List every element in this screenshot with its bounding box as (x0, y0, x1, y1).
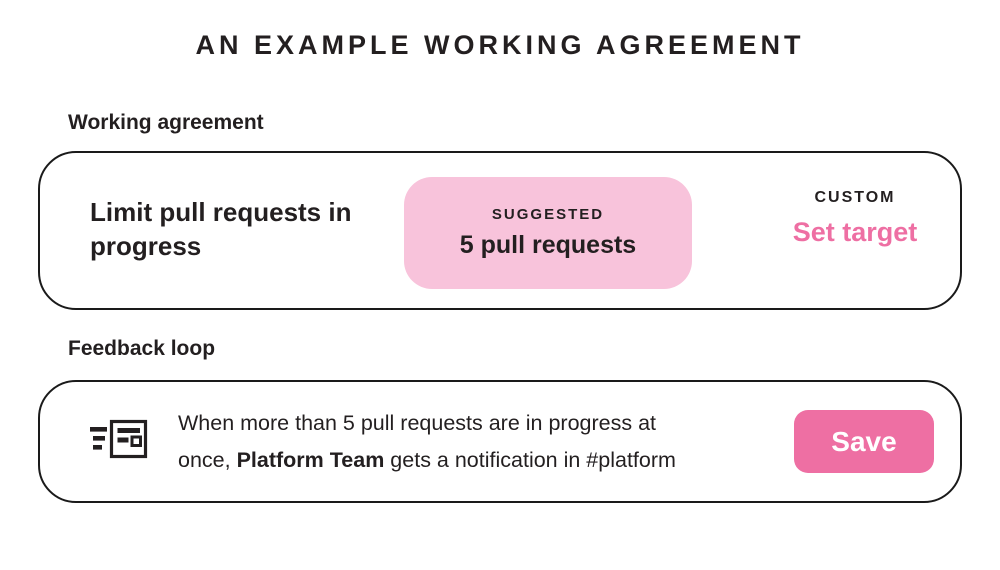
working-agreement-card: Limit pull requests in progress SUGGESTE… (38, 151, 962, 310)
working-agreement-section-label: Working agreement (68, 111, 264, 134)
feedback-loop-card: When more than 5 pull requests are in pr… (38, 380, 962, 503)
suggested-option[interactable]: SUGGESTED 5 pull requests (404, 177, 692, 289)
suggested-value: 5 pull requests (459, 231, 637, 259)
suggested-label: SUGGESTED (491, 206, 605, 223)
rule-title: Limit pull requests in progress (90, 197, 352, 262)
feedback-message-line2-post: gets a notification in #platform (384, 447, 676, 472)
feedback-message-line1: When more than 5 pull requests are in pr… (178, 411, 657, 436)
page-title: AN EXAMPLE WORKING AGREEMENT (195, 30, 805, 60)
notification-send-icon (90, 419, 148, 459)
feedback-message: When more than 5 pull requests are in pr… (178, 405, 676, 477)
save-button[interactable]: Save (794, 410, 934, 473)
custom-option: CUSTOM Set target (730, 189, 980, 248)
feedback-loop-section-label: Feedback loop (68, 337, 216, 360)
custom-label: CUSTOM (814, 189, 896, 206)
feedback-message-team-name: Platform Team (236, 447, 385, 472)
set-target-link[interactable]: Set target (792, 217, 918, 247)
feedback-message-line2-pre: once, (178, 447, 237, 472)
